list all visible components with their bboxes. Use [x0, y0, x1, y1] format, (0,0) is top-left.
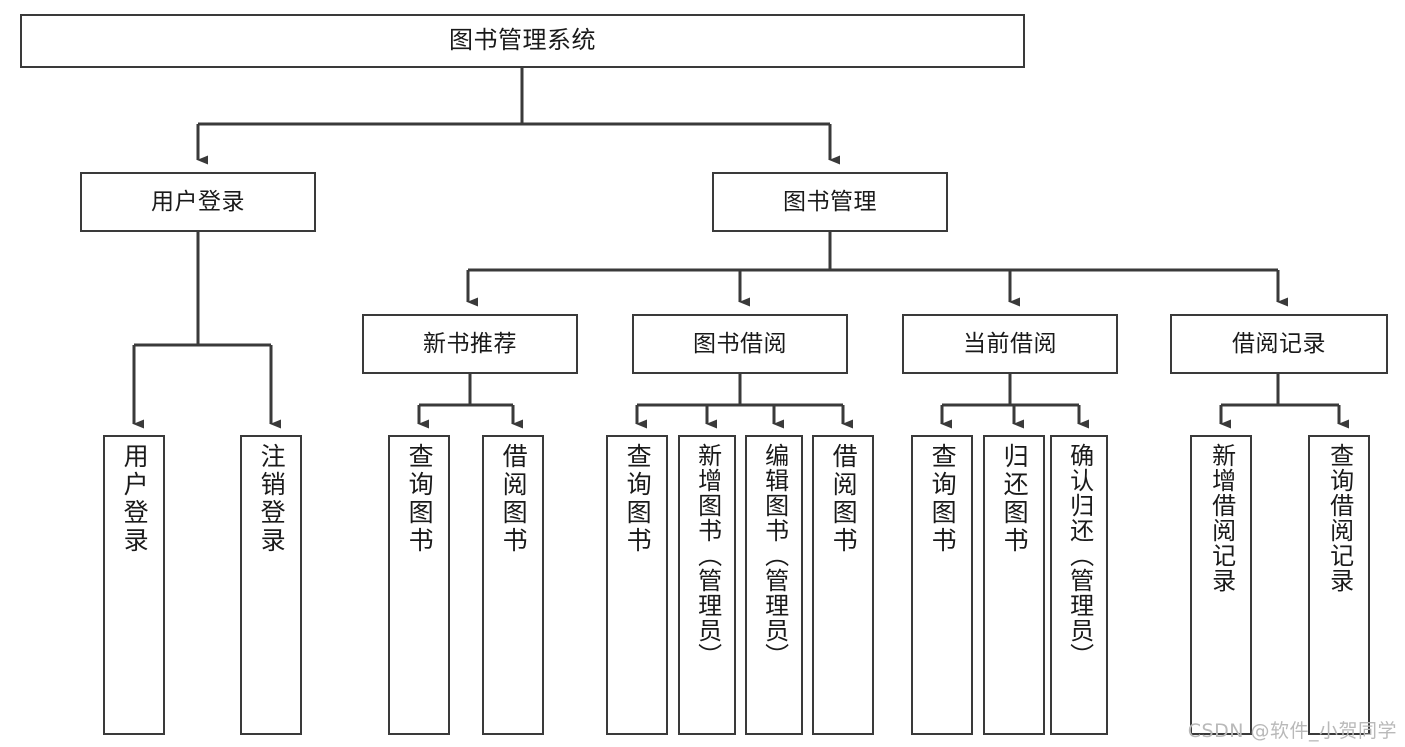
node-leaf-query-book-1[interactable]: 查询图书 [388, 435, 450, 735]
edges-userlogin-to-leaves [132, 232, 281, 429]
node-label: 编辑图书（管理员） [760, 443, 789, 668]
node-leaf-query-book-3[interactable]: 查询图书 [911, 435, 973, 735]
node-label: 确认归还（管理员） [1065, 443, 1094, 668]
node-label: 借阅图书 [499, 443, 529, 555]
node-label: 归还图书 [1000, 443, 1030, 555]
node-user-login[interactable]: 用户登录 [80, 172, 316, 232]
edges-newbook-to-leaves [417, 374, 523, 429]
node-leaf-add-book[interactable]: 新增图书（管理员） [678, 435, 736, 735]
node-leaf-logout[interactable]: 注销登录 [240, 435, 302, 735]
node-new-book-rec[interactable]: 新书推荐 [362, 314, 578, 374]
edges-borrowrecord-to-leaves [1219, 374, 1349, 429]
node-label: 查询图书 [928, 443, 958, 555]
node-leaf-query-record[interactable]: 查询借阅记录 [1308, 435, 1370, 735]
node-label: 图书借阅 [693, 330, 787, 357]
node-label: 当前借阅 [963, 330, 1057, 357]
node-leaf-borrow-book-1[interactable]: 借阅图书 [482, 435, 544, 735]
node-label: 查询图书 [623, 443, 653, 555]
node-leaf-borrow-book-2[interactable]: 借阅图书 [812, 435, 874, 735]
node-label: 新增图书（管理员） [693, 443, 722, 668]
node-book-manage[interactable]: 图书管理 [712, 172, 948, 232]
node-label: 注销登录 [257, 443, 287, 555]
node-label: 新书推荐 [423, 330, 517, 357]
node-leaf-add-record[interactable]: 新增借阅记录 [1190, 435, 1252, 735]
node-label: 用户登录 [151, 188, 245, 215]
node-label: 查询图书 [405, 443, 435, 555]
node-label: 图书管理 [783, 188, 877, 215]
node-current-borrow[interactable]: 当前借阅 [902, 314, 1118, 374]
node-label: 图书管理系统 [449, 26, 596, 55]
edges-bookborrow-to-leaves [635, 374, 853, 429]
node-leaf-user-login[interactable]: 用户登录 [103, 435, 165, 735]
csdn-watermark: CSDN @软件_小贺同学 [1187, 720, 1397, 742]
node-root-system[interactable]: 图书管理系统 [20, 14, 1025, 68]
node-label: 借阅图书 [829, 443, 859, 555]
node-label: 新增借阅记录 [1207, 443, 1236, 593]
node-leaf-confirm-return[interactable]: 确认归还（管理员） [1050, 435, 1108, 735]
node-book-borrow[interactable]: 图书借阅 [632, 314, 848, 374]
node-leaf-edit-book[interactable]: 编辑图书（管理员） [745, 435, 803, 735]
node-label: 查询借阅记录 [1325, 443, 1354, 593]
node-label: 借阅记录 [1232, 330, 1326, 357]
edges-currentborrow-to-leaves [940, 374, 1089, 429]
node-leaf-return-book[interactable]: 归还图书 [983, 435, 1045, 735]
edges-root-to-level1 [196, 68, 840, 165]
node-label: 用户登录 [120, 443, 150, 555]
edges-bookmanage-to-level2 [466, 232, 1288, 307]
node-leaf-query-book-2[interactable]: 查询图书 [606, 435, 668, 735]
node-borrow-record[interactable]: 借阅记录 [1170, 314, 1388, 374]
